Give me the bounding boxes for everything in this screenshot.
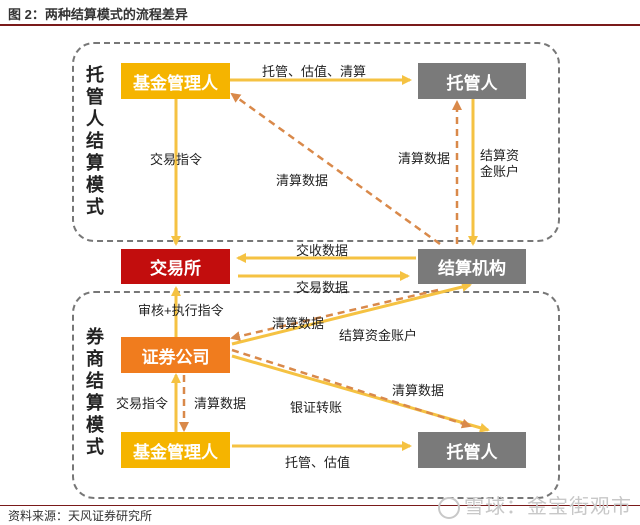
arrow-clearing-data-diag-top xyxy=(230,92,441,246)
label-trade-instruction-bottom: 交易指令 xyxy=(116,396,169,411)
broker-mode-region xyxy=(72,291,560,499)
arrow-bank-securities-transfer xyxy=(231,354,490,433)
label-trade-instruction-top: 交易指令 xyxy=(150,152,203,167)
snowball-logo-icon xyxy=(438,496,460,519)
label-delivery-data: 交收数据 xyxy=(296,243,349,258)
node-fund-manager-bottom: 基金管理人 xyxy=(121,432,230,468)
label-fm-to-custodian-top: 托管、估值、清算 xyxy=(262,64,367,79)
arrow-clearing-data-sc-to-custodian xyxy=(231,348,472,429)
node-exchange: 交易所 xyxy=(121,249,230,284)
source-note: 资料来源：天风证券研究所 xyxy=(8,509,153,523)
label-review-execute: 审核+执行指令 xyxy=(138,303,224,318)
node-fund-manager-top: 基金管理人 xyxy=(121,63,230,99)
footer-rule xyxy=(0,505,640,506)
node-custodian-top: 托管人 xyxy=(418,63,526,99)
label-clearing-data-sc-to-fm: 清算数据 xyxy=(194,396,247,411)
label-trade-data: 交易数据 xyxy=(296,280,349,295)
figure-title: 图 2：两种结算模式的流程差异 xyxy=(8,7,188,22)
label-settlement-account-top: 结算资金账户 xyxy=(480,148,520,179)
custodian-mode-label: 托管人结算模式 xyxy=(86,65,104,217)
label-clearing-data-diag-top: 清算数据 xyxy=(276,173,329,188)
node-securities-company: 证券公司 xyxy=(121,337,230,373)
label-clearing-data-ch-to-sc: 清算数据 xyxy=(272,316,325,331)
label-bank-securities-transfer: 银证转账 xyxy=(290,400,343,415)
watermark-text: 雪球：金宝街观市 xyxy=(464,496,632,518)
node-custodian-bottom: 托管人 xyxy=(418,432,526,468)
label-fm-to-custodian-bottom: 托管、估值 xyxy=(285,455,351,470)
label-clearing-data-sc-to-custodian: 清算数据 xyxy=(392,383,445,398)
label-clearing-data-ch-to-custodian: 清算数据 xyxy=(398,151,451,166)
watermark: 雪球：金宝街观市 xyxy=(438,490,632,519)
node-clearing-house: 结算机构 xyxy=(418,249,526,284)
arrow-settlement-account-bottom xyxy=(231,282,472,346)
label-settlement-account-bottom: 结算资金账户 xyxy=(339,328,418,343)
custodian-mode-region xyxy=(72,42,560,242)
title-rule xyxy=(0,24,640,26)
broker-mode-label: 券商结算模式 xyxy=(86,327,104,457)
